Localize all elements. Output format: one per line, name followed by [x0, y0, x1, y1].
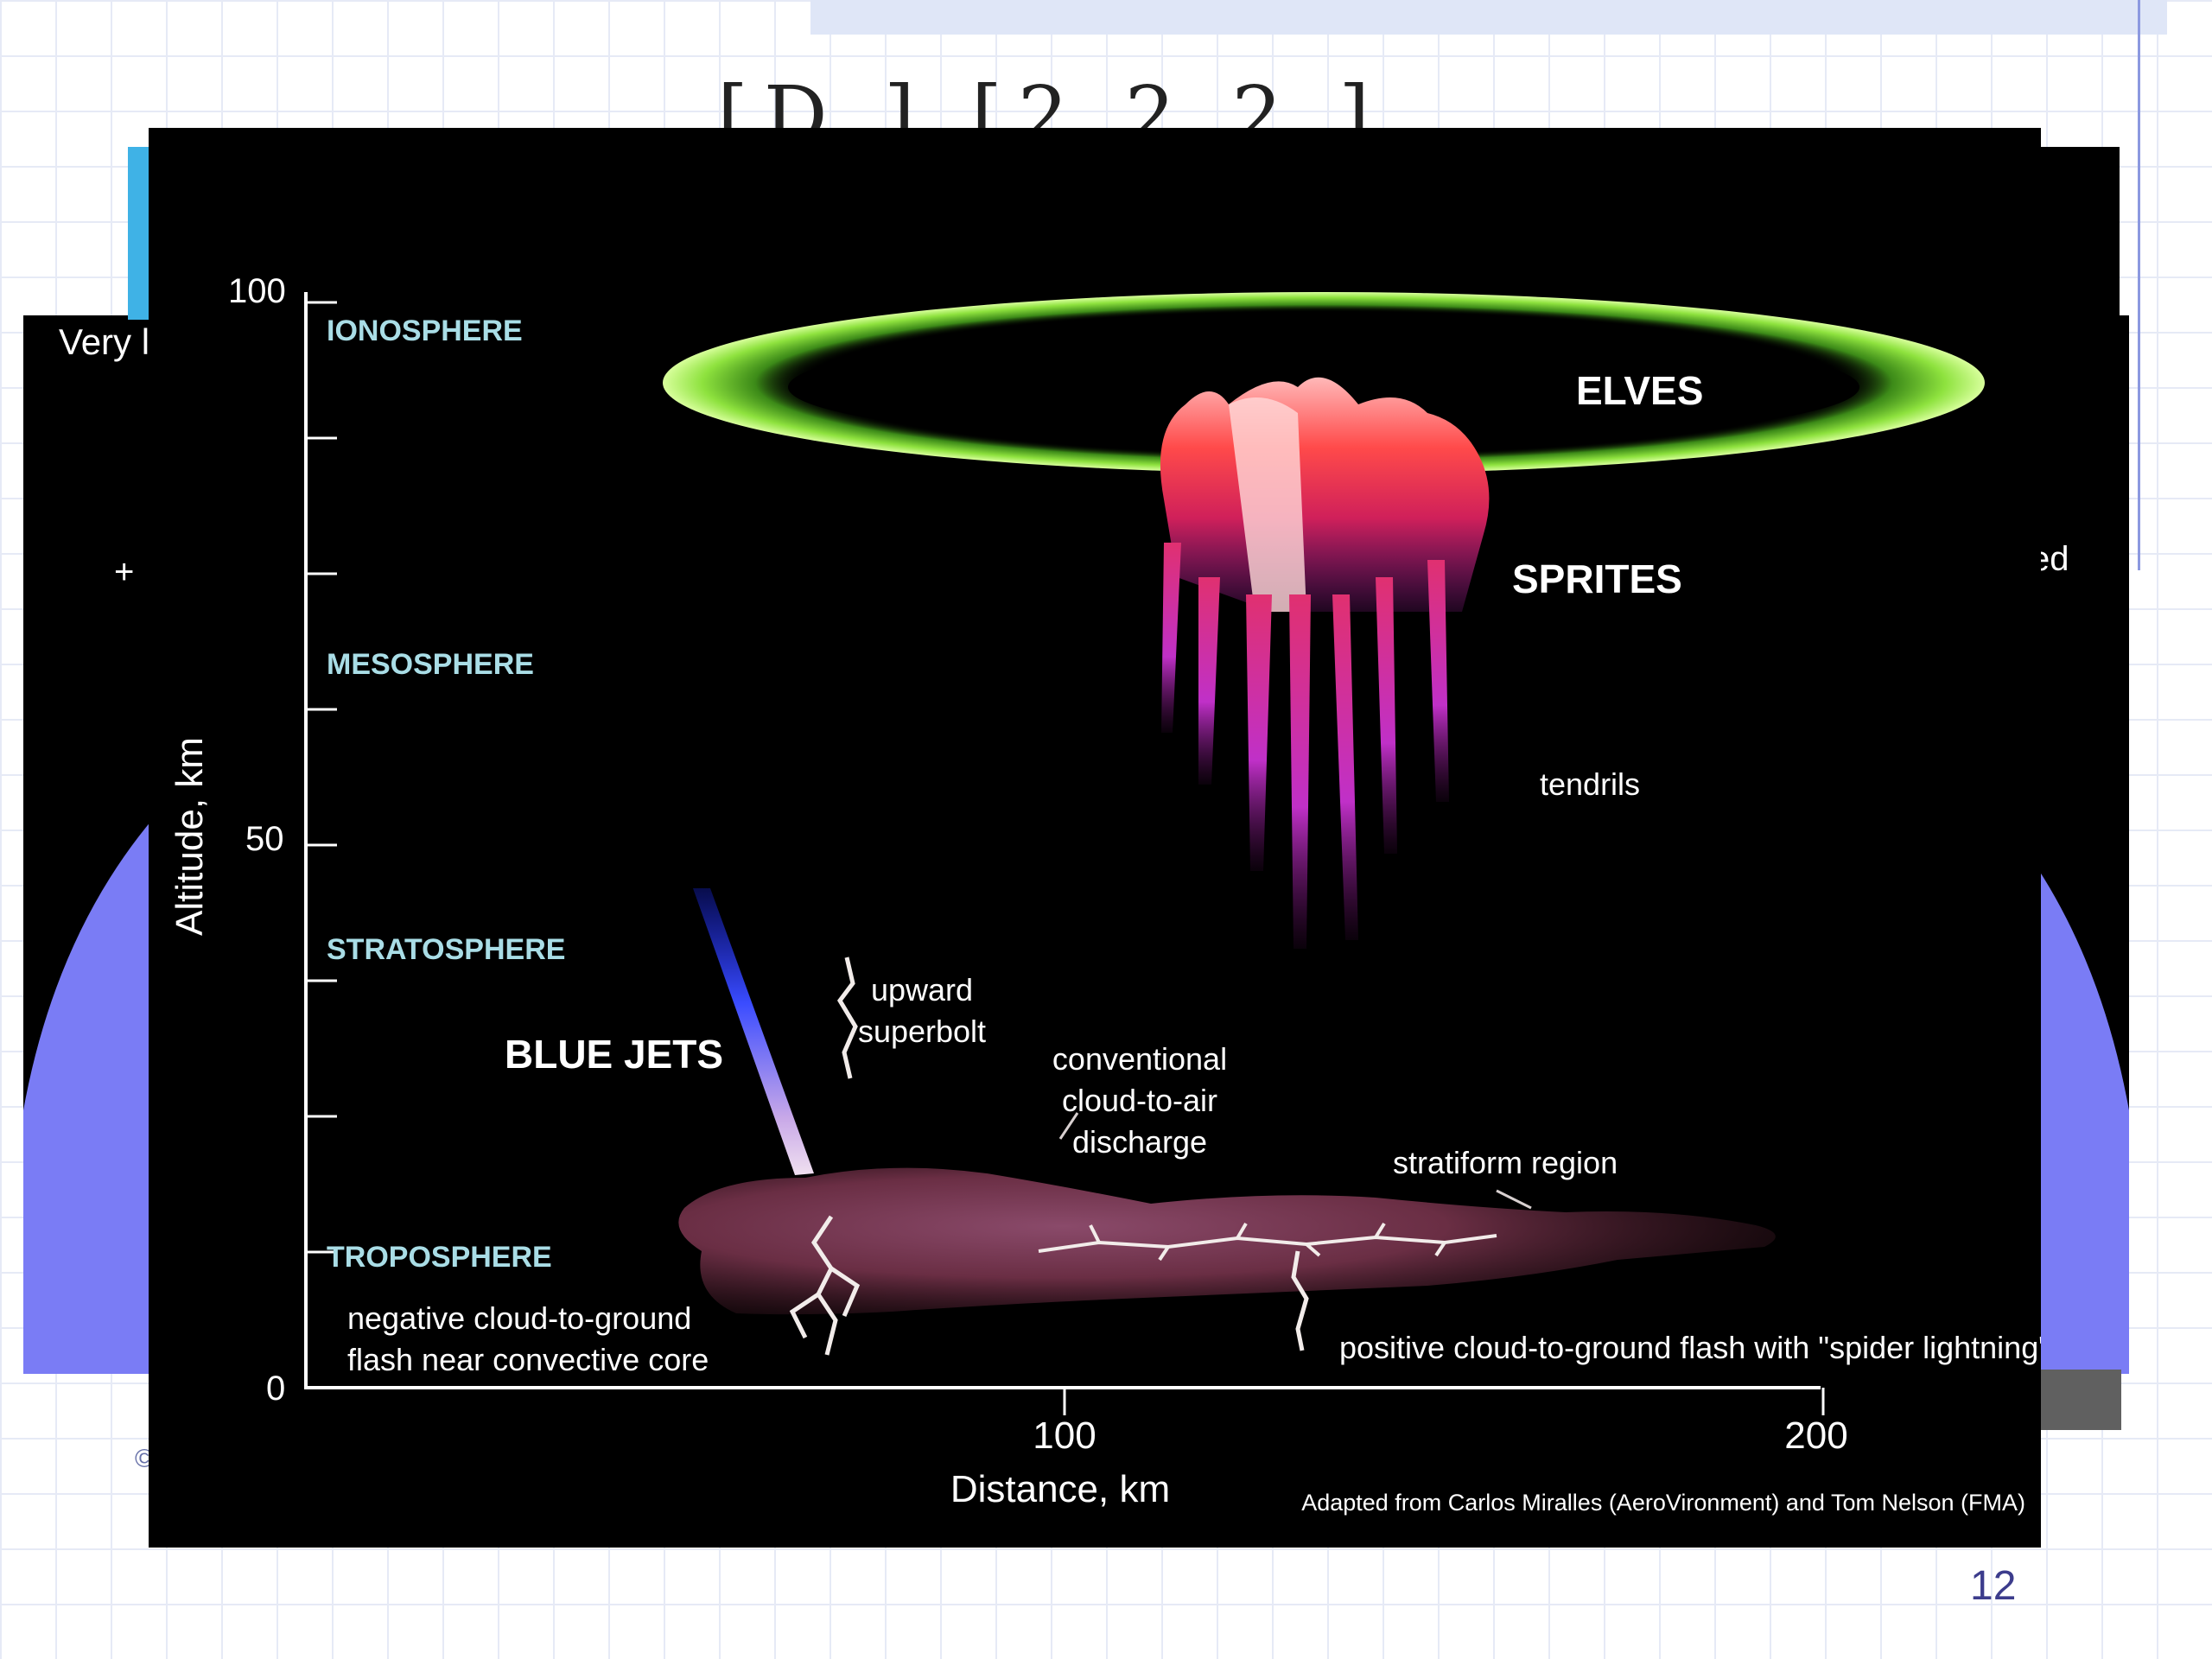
label-conventional-line1: conventional	[1052, 1041, 1227, 1077]
layer-troposphere: TROPOSPHERE	[327, 1241, 552, 1274]
page-number: 12	[1970, 1562, 2016, 1610]
layer-mesosphere: MESOSPHERE	[327, 648, 534, 681]
label-elves: ELVES	[1576, 368, 1703, 413]
background-slide-mark: +	[114, 553, 134, 592]
label-blue-jets: BLUE JETS	[505, 1032, 723, 1077]
label-negative-line2: flash near convective core	[347, 1342, 709, 1377]
background-slide-title: Very l	[59, 321, 149, 363]
right-divider-line	[2138, 0, 2140, 570]
label-upward-line2: superbolt	[858, 1014, 986, 1049]
label-conventional-line2: cloud-to-air	[1062, 1083, 1217, 1118]
y-axis-ticks	[306, 302, 337, 1388]
top-header-band	[810, 0, 2167, 35]
y-tick-label-0: 0	[266, 1370, 285, 1408]
layer-stratosphere: STRATOSPHERE	[327, 933, 565, 966]
y-axis-title: Altitude, km	[168, 737, 211, 936]
label-stratiform-region: stratiform region	[1393, 1145, 1618, 1180]
label-conventional-line3: discharge	[1072, 1124, 1207, 1160]
y-tick-label-100: 100	[228, 272, 286, 310]
x-axis-title: Distance, km	[950, 1468, 1170, 1510]
atmospheric-phenomena-figure: 100 50 0 100 200 Distance, km Altitude, …	[149, 128, 2041, 1548]
upward-superbolt	[840, 957, 855, 1078]
y-tick-label-50: 50	[245, 820, 284, 858]
x-tick-label-100: 100	[1033, 1414, 1096, 1457]
x-axis-ticks	[1065, 1388, 1823, 1415]
figure-credit: Adapted from Carlos Miralles (AeroVironm…	[1301, 1490, 2025, 1516]
x-tick-label-200: 200	[1784, 1414, 1847, 1457]
label-negative-line1: negative cloud-to-ground	[347, 1300, 691, 1336]
label-tendrils: tendrils	[1540, 766, 1640, 802]
layer-ionosphere: IONOSPHERE	[327, 315, 523, 347]
label-positive-cg: positive cloud-to-ground flash with "spi…	[1339, 1330, 2041, 1365]
label-upward-line1: upward	[871, 972, 973, 1007]
label-sprites: SPRITES	[1512, 556, 1682, 601]
figure-canvas: 100 50 0 100 200 Distance, km Altitude, …	[149, 128, 2041, 1548]
